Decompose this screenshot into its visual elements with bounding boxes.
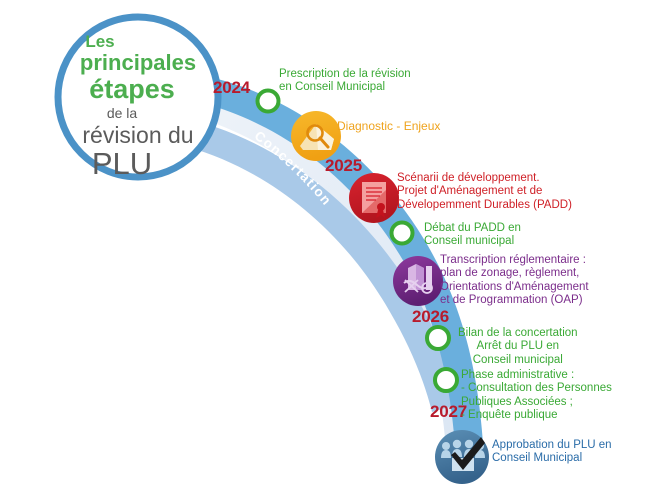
step-label-bilan-arret: Bilan de la concertation Arrêt du PLU en… bbox=[458, 327, 578, 366]
year-label-2025: 2025 bbox=[325, 156, 363, 175]
year-label-2027: 2027 bbox=[430, 402, 468, 421]
certificate-seal-icon[interactable] bbox=[349, 173, 399, 223]
title-line-2: principales bbox=[80, 50, 196, 75]
title-line-6: PLU bbox=[92, 146, 152, 181]
year-label-2026: 2026 bbox=[412, 307, 450, 326]
timeline-band-concertation bbox=[188, 121, 460, 412]
step-label-padd: Scénarii de développement. Projet d'Amén… bbox=[397, 172, 572, 211]
green-ring-icon[interactable] bbox=[255, 88, 281, 114]
zoning-plan-icon[interactable] bbox=[393, 256, 443, 306]
title-line-3: étapes bbox=[89, 74, 175, 104]
green-ring-icon[interactable] bbox=[433, 367, 459, 393]
people-check-icon[interactable] bbox=[435, 430, 489, 484]
magnifier-document-icon[interactable] bbox=[291, 111, 341, 161]
green-ring-icon[interactable] bbox=[425, 325, 451, 351]
year-label-2024: 2024 bbox=[213, 78, 251, 97]
title-circle-ring bbox=[54, 13, 222, 181]
green-ring-icon[interactable] bbox=[389, 220, 415, 246]
step-label-prescription: Prescription de la révision en Conseil M… bbox=[279, 68, 411, 94]
step-label-diagnostic: Diagnostic - Enjeux bbox=[337, 119, 441, 133]
step-label-phase-administrative: Phase administrative : - Consultation de… bbox=[461, 369, 612, 422]
step-label-debat-padd: Débat du PADD en Conseil municipal bbox=[424, 222, 521, 248]
step-label-approbation: Approbation du PLU en Conseil Municipal bbox=[492, 439, 612, 465]
title-line-4: de la bbox=[107, 105, 138, 121]
title-line-1: Les bbox=[85, 32, 114, 51]
step-label-transcription: Transcription réglementaire : plan de zo… bbox=[440, 254, 589, 307]
title-line-5: révision du bbox=[82, 122, 193, 148]
